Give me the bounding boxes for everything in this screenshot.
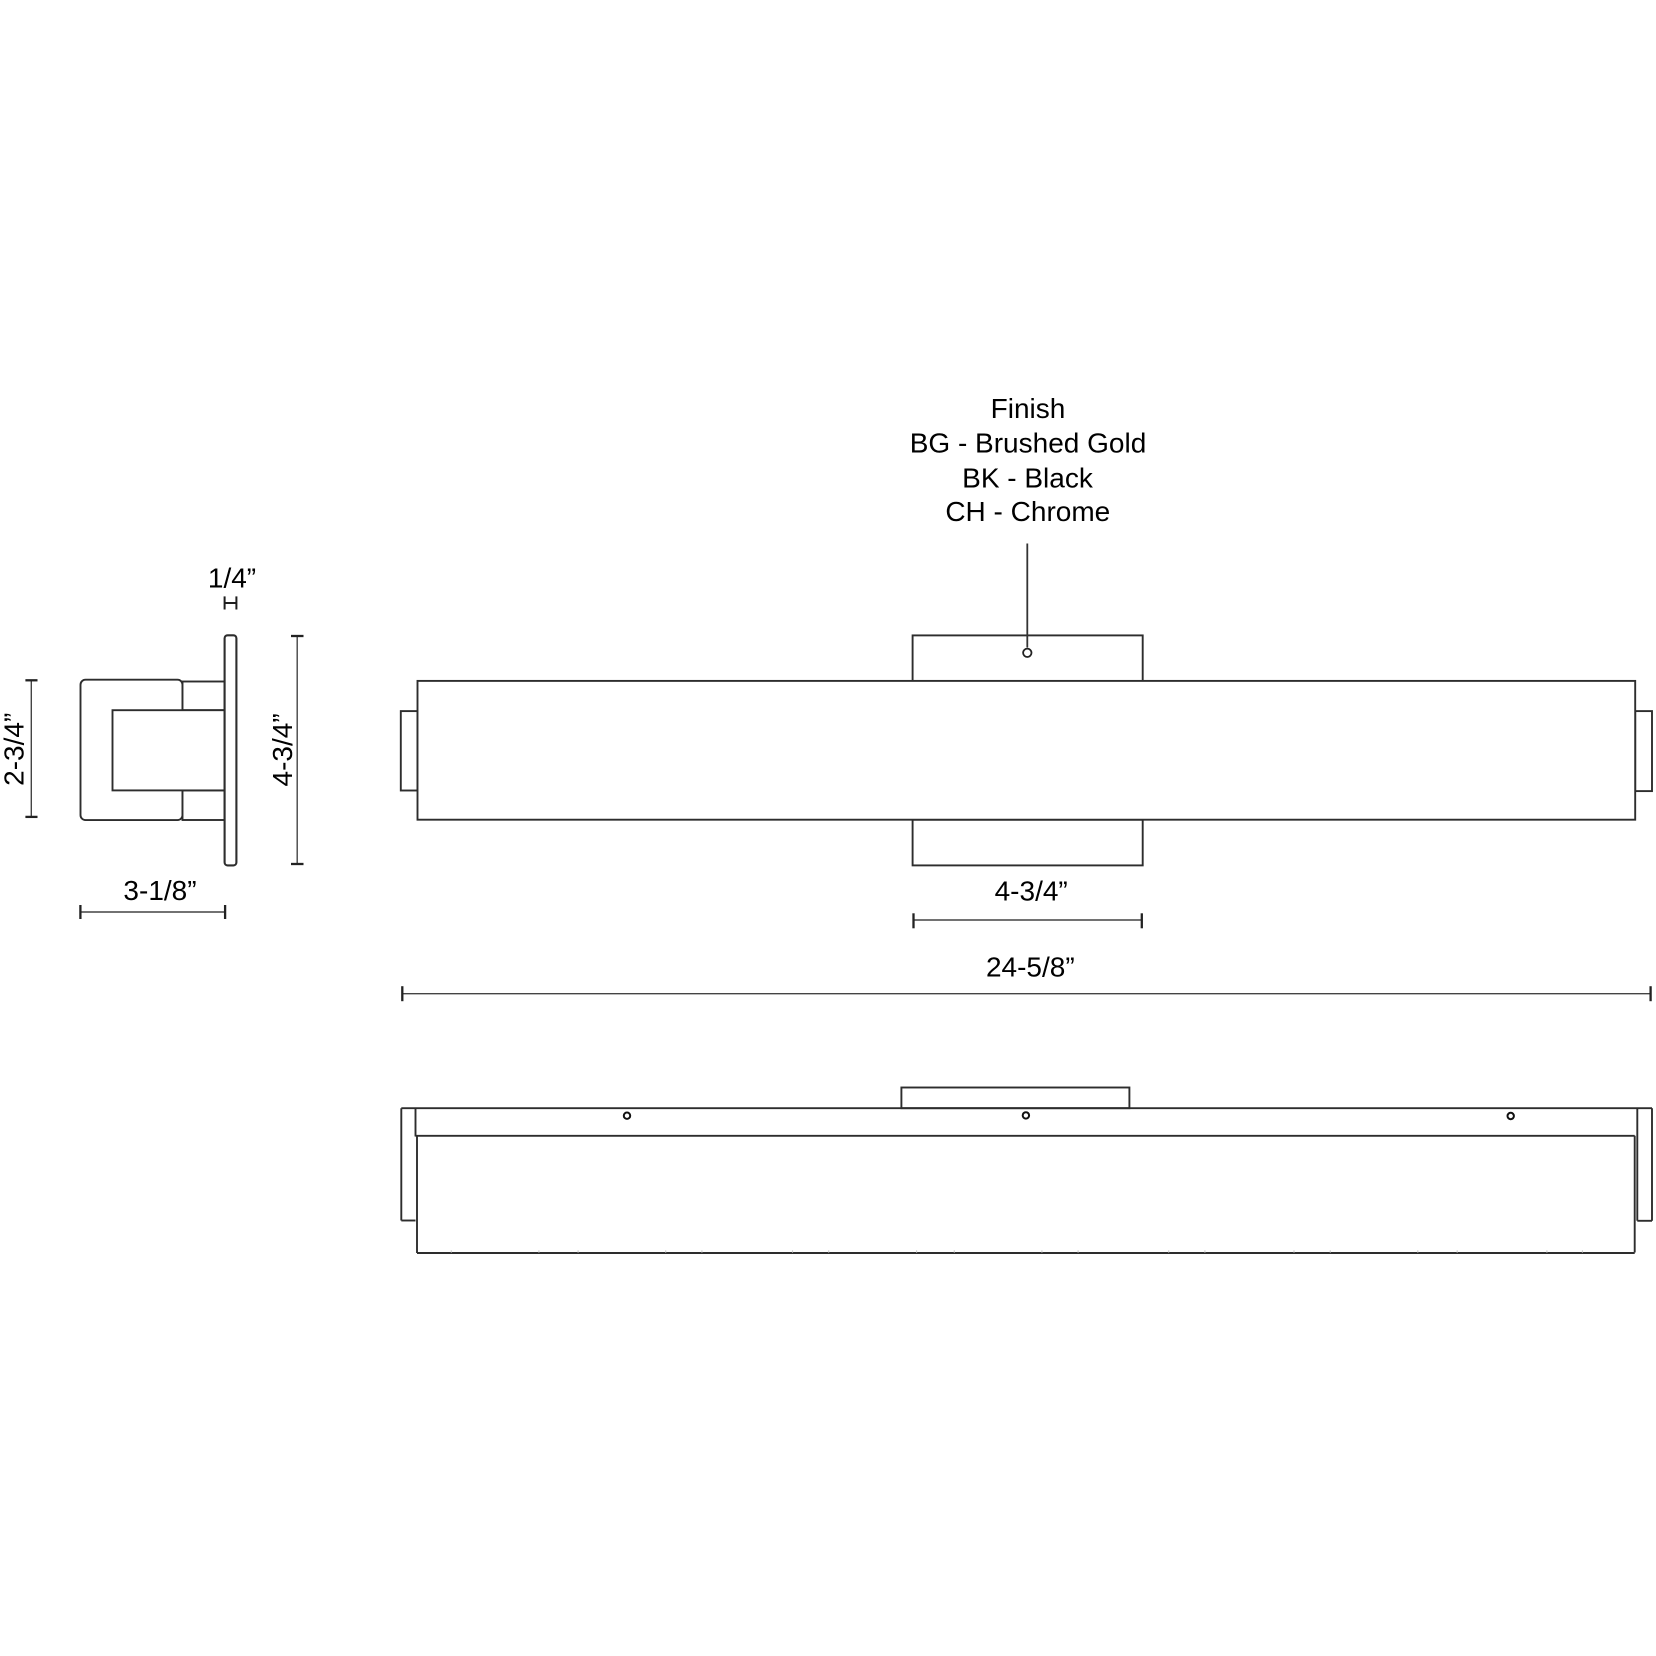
- svg-text:Finish: Finish: [991, 393, 1066, 424]
- svg-text:4-3/4”: 4-3/4”: [267, 713, 298, 786]
- svg-text:24-5/8”: 24-5/8”: [986, 951, 1075, 982]
- svg-text:3-1/8”: 3-1/8”: [123, 875, 196, 906]
- svg-text:4-3/4”: 4-3/4”: [995, 875, 1068, 906]
- svg-text:CH - Chrome: CH - Chrome: [945, 496, 1110, 527]
- svg-text:BK - Black: BK - Black: [962, 462, 1094, 493]
- svg-text:2-3/4”: 2-3/4”: [0, 713, 30, 786]
- svg-text:BG - Brushed Gold: BG - Brushed Gold: [910, 428, 1147, 459]
- svg-text:1/4”: 1/4”: [208, 563, 256, 594]
